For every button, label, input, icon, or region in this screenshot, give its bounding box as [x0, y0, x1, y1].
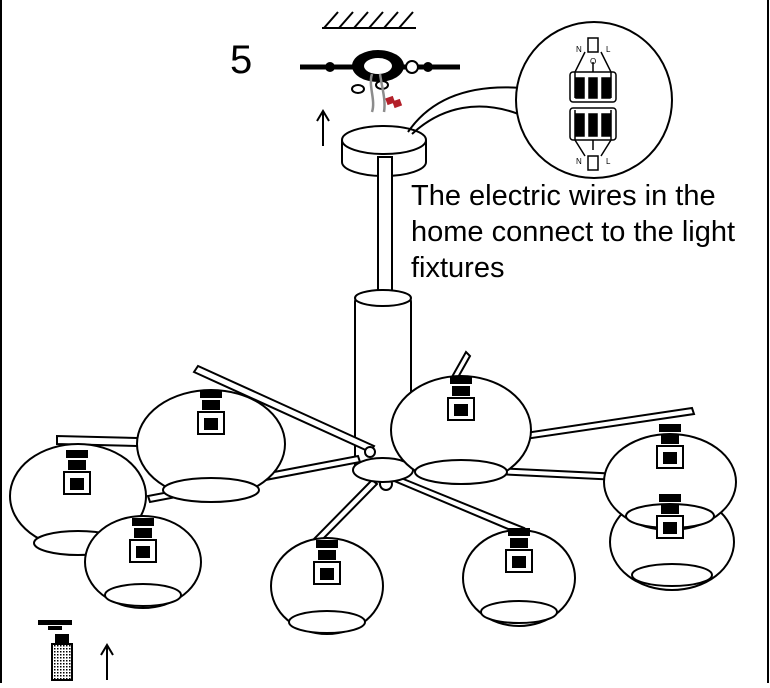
wire-label-top-n: N — [576, 45, 582, 54]
globe-shade — [462, 529, 576, 627]
caption-line: The electric wires in the — [411, 180, 716, 212]
bulb-icon — [38, 620, 73, 681]
globe-shade — [390, 375, 532, 485]
socket — [656, 424, 684, 469]
up-arrow-icon — [100, 643, 114, 680]
wire-label-bottom-n: N — [576, 157, 582, 166]
downrod — [377, 156, 393, 296]
socket — [197, 390, 225, 435]
wire-label-bottom-l: L — [606, 157, 611, 166]
mounting-plate — [300, 50, 460, 113]
socket — [505, 528, 533, 573]
socket — [129, 518, 157, 563]
wiring-callout: N O L N L — [407, 21, 673, 179]
socket — [313, 540, 341, 585]
wire-label-top-o: O — [590, 57, 596, 66]
socket — [447, 376, 475, 421]
screw-icon — [405, 60, 419, 74]
terminal-block — [569, 37, 617, 171]
socket — [63, 450, 91, 495]
caption-line: home connect to the light — [411, 216, 736, 248]
instruction-caption: The electric wires in the home connect t… — [411, 178, 751, 286]
globe-shade — [270, 537, 384, 635]
caption-line: fixtures — [411, 252, 505, 284]
up-arrow-icon — [316, 109, 330, 146]
wire-label-top-l: L — [606, 45, 611, 54]
screw-icon — [325, 62, 335, 72]
ceiling-hatch-icon — [322, 11, 416, 29]
socket — [656, 494, 684, 539]
screw-icon — [423, 62, 433, 72]
step-number: 5 — [230, 38, 253, 82]
